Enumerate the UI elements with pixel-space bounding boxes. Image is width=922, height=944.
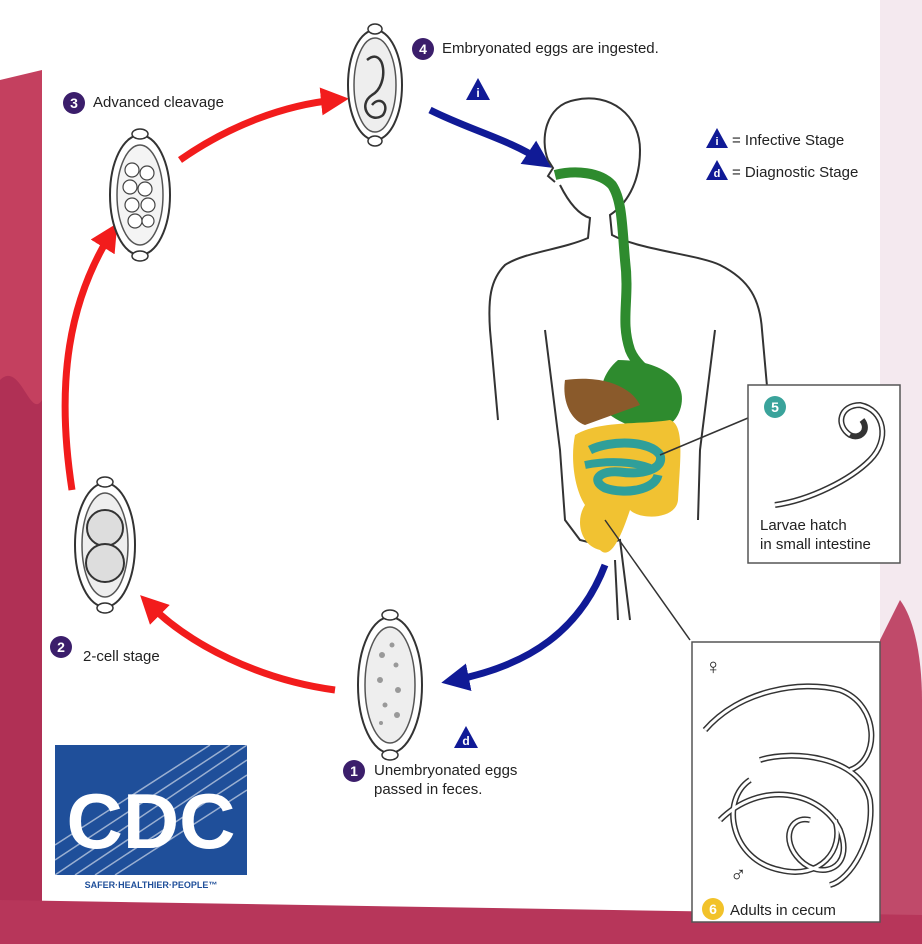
arrow-host-to-1 (455, 565, 605, 680)
svg-text:d: d (714, 168, 721, 180)
arrow-1-to-2 (150, 605, 335, 690)
arrow-2-to-3 (65, 235, 110, 490)
male-symbol: ♂ (730, 863, 747, 887)
cdc-logo: CDC SAFER·HEALTHIER·PEOPLE™ (55, 745, 247, 893)
female-symbol: ♀ (705, 655, 722, 679)
stage-6-label: Adults in cecum (730, 902, 836, 920)
stage-3-badge: 3 (63, 92, 85, 114)
egg-stage-1 (358, 610, 422, 760)
stage-6-badge: 6 (702, 898, 724, 920)
egg-stage-4 (348, 24, 402, 146)
svg-text:CDC: CDC (67, 777, 236, 865)
legend-diagnostic-text: = Diagnostic Stage (732, 164, 858, 182)
stage-2-badge: 2 (50, 636, 72, 658)
stage-5-badge: 5 (764, 396, 786, 418)
svg-text:i: i (476, 86, 479, 100)
legend-infective-text: = Infective Stage (732, 132, 844, 150)
stage-3-label: Advanced cleavage (93, 94, 224, 112)
svg-text:SAFER·HEALTHIER·PEOPLE™: SAFER·HEALTHIER·PEOPLE™ (85, 880, 218, 890)
egg-stage-3 (110, 129, 170, 261)
stage-5-label: Larvae hatch (760, 517, 847, 535)
stage-1-label: Unembryonated eggs (350, 762, 517, 780)
stage-5-label-line2: in small intestine (760, 536, 871, 554)
svg-text:i: i (715, 136, 718, 148)
stage-4-label: Embryonated eggs are ingested. (442, 40, 659, 58)
stage-2-label: 2-cell stage (83, 648, 160, 666)
svg-text:d: d (462, 734, 469, 748)
arrow-4-to-host (430, 110, 540, 160)
adults-inset (692, 642, 880, 922)
stage-4-badge: 4 (412, 38, 434, 60)
egg-stage-2 (75, 477, 135, 613)
stage-1-label-line2: passed in feces. (350, 781, 482, 799)
